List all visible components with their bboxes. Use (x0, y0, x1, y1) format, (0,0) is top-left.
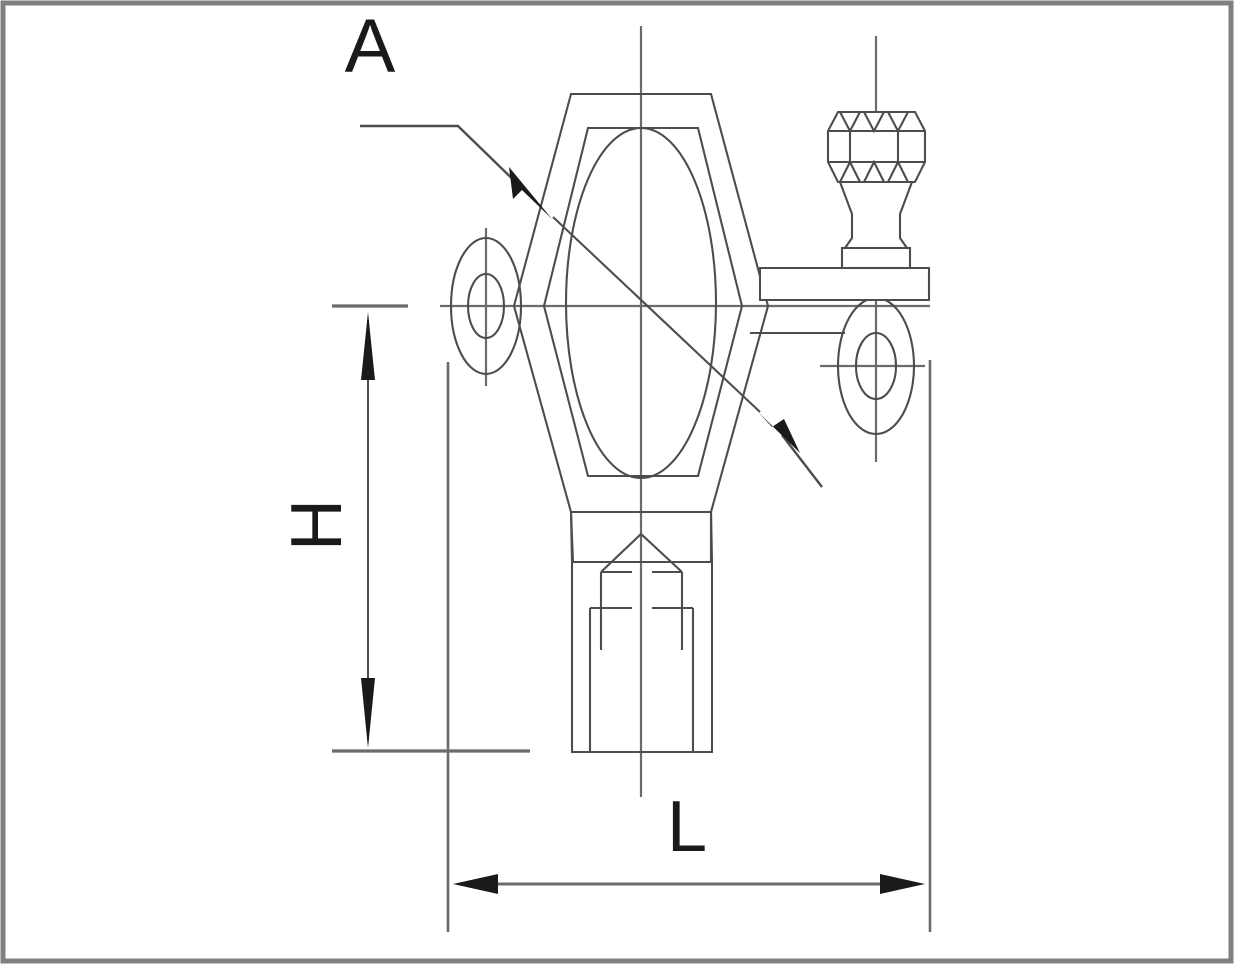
clamp-bar-plate (758, 266, 931, 302)
dimension-l: L (446, 360, 932, 932)
clamp-bar (758, 266, 931, 302)
thumb-screw-base-flange (840, 246, 912, 270)
callout-a-arrowhead (509, 167, 552, 219)
boss-thread-cone (600, 532, 683, 573)
clamp-inner-hexagon (542, 126, 744, 478)
dim-l-label: L (667, 787, 707, 867)
boss-outer-taper-right (709, 511, 714, 563)
left-eyelet-bore (466, 272, 506, 340)
dim-h-label: H (277, 499, 357, 551)
diagonal-split-line (552, 216, 761, 413)
callout-leaders (360, 124, 823, 488)
left-eyelet (449, 236, 523, 376)
callout-a-leader-line (360, 124, 531, 197)
dim-l-arrowhead-left (453, 874, 498, 894)
dimension-h: H (277, 304, 530, 753)
callout-lower-arrowhead (758, 412, 800, 453)
callout-lower-leader-line (781, 434, 823, 488)
thumb-screw-head-outline (826, 110, 927, 184)
left-eyelet-outer (449, 236, 523, 376)
callout-a-label: A (345, 4, 396, 89)
threaded-boss (569, 511, 714, 754)
inner-bore-circle (564, 126, 718, 480)
right-eyelet-bore (854, 331, 898, 401)
dim-l-arrowhead-right (880, 874, 925, 894)
thumb-screw-ribs (848, 131, 900, 162)
knurled-thumb-screw (826, 110, 927, 270)
dim-h-arrowhead-bottom (361, 678, 375, 748)
boss-outer-taper-left (569, 511, 574, 563)
dim-h-arrowhead-top (361, 312, 375, 380)
